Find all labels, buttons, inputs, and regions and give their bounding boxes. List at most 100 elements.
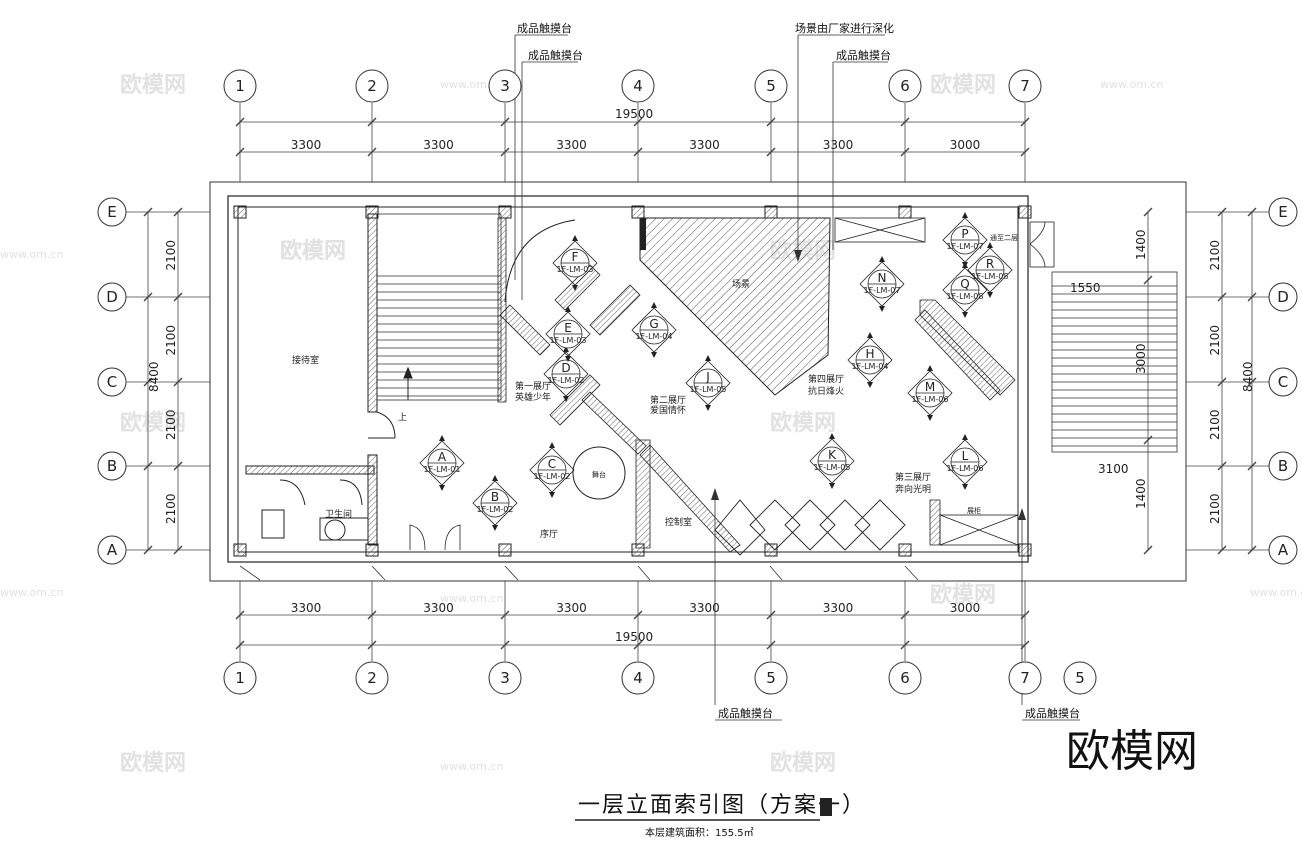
curved-wall xyxy=(504,219,576,303)
axis-bubble-col xyxy=(754,661,788,695)
elevation-marker-arrow xyxy=(563,396,569,402)
axis-label-row: C xyxy=(107,373,117,391)
dim-top-segment: 3300 xyxy=(556,138,587,152)
axis-bubble-row xyxy=(1268,451,1298,481)
elevation-marker-letter: Q xyxy=(960,277,969,291)
axis-label-row: B xyxy=(1278,457,1288,475)
hall4-title: 第四展厅 xyxy=(808,373,844,385)
watermark-text: 欧模网 xyxy=(930,582,996,608)
entrance-steps xyxy=(239,565,919,581)
dimension-lines xyxy=(126,103,1270,661)
axis-label-col: 1 xyxy=(235,669,245,687)
reception-walls xyxy=(245,213,396,546)
round-stage xyxy=(572,446,626,500)
axis-label-col: 2 xyxy=(367,77,377,95)
axis-bubble-row xyxy=(97,197,127,227)
watermark-text: 欧模网 xyxy=(280,238,346,264)
elevation-marker-arrow xyxy=(927,415,933,421)
elevation-marker-letter: J xyxy=(705,370,710,384)
axis-label-col: 7 xyxy=(1020,77,1030,95)
structural-column xyxy=(233,205,247,219)
elevation-marker-letter: P xyxy=(961,227,968,241)
axis-bubble-row xyxy=(1268,535,1298,565)
elevation-marker-letter: L xyxy=(962,449,969,463)
hall1-subtitle: 英雄少年 xyxy=(515,391,551,403)
hall1-title: 第一展厅 xyxy=(515,380,551,392)
dim-right-total: 8400 xyxy=(1241,361,1255,392)
axis-label-col: 6 xyxy=(900,669,910,687)
watermark-text: 欧模网 xyxy=(770,750,836,776)
axis-label-col: 3 xyxy=(500,669,510,687)
elevation-marker-arrow xyxy=(565,306,571,312)
axis-bubble-row xyxy=(97,367,127,397)
watermark-url: www.om.cn xyxy=(440,78,503,91)
axis-bubble-col xyxy=(888,661,922,695)
elevation-marker-letter: F xyxy=(572,250,579,264)
drawing-title: 一层立面索引图（方案一） xyxy=(578,793,866,818)
up-arrow xyxy=(403,366,413,400)
callout-bottom-1: 成品触摸台 xyxy=(718,706,773,720)
dim-bottom-segment: 3300 xyxy=(823,601,854,615)
elevation-marker-arrow xyxy=(962,212,968,218)
watermark-text: 欧模网 xyxy=(280,238,346,264)
display-cabinets xyxy=(714,499,906,556)
dim-right-inner: 3000 xyxy=(1134,343,1148,374)
elevation-marker-arrow xyxy=(651,352,657,358)
elevation-marker-arrow xyxy=(927,365,933,371)
axis-bubble-row xyxy=(1268,282,1298,312)
axis-bubble-row xyxy=(97,535,127,565)
elevation-marker-code: 1F-LM-06 xyxy=(946,464,983,473)
elevation-marker-arrow xyxy=(962,434,968,440)
axis-bubble-row xyxy=(1268,367,1298,397)
elevation-marker-letter: R xyxy=(986,257,994,271)
elevation-marker-arrow xyxy=(492,475,498,481)
axis-bubble-col xyxy=(223,661,257,695)
elevation-marker-letter: H xyxy=(865,347,874,361)
axis-label-row: A xyxy=(107,541,118,559)
watermark-url: www.om.cn xyxy=(0,248,63,261)
elevation-marker-arrow xyxy=(549,492,555,498)
dim-right-inner: 1400 xyxy=(1134,229,1148,260)
elevation-marker-letter: E xyxy=(564,321,572,335)
watermark-url: www.om.cn xyxy=(440,592,503,605)
callout-top-4: 成品触摸台 xyxy=(836,48,891,62)
axis-bubble-col xyxy=(488,661,522,695)
axis-bubble-row xyxy=(1268,197,1298,227)
dim-top-segment: 3300 xyxy=(291,138,322,152)
watermark-url: www.om.cn xyxy=(0,586,63,599)
watermark-url: www.om.cn xyxy=(1250,586,1302,599)
right-door xyxy=(1029,221,1055,268)
axis-bubble-col xyxy=(1008,69,1042,103)
dim-stair-1550: 1550 xyxy=(1070,281,1101,295)
hall3-title: 第三展厅 xyxy=(895,471,931,483)
axis-label-col: 1 xyxy=(235,77,245,95)
dim-top-total: 19500 xyxy=(615,107,653,121)
watermark-layer: 欧模网欧模网欧模网欧模网欧模网欧模网欧模网欧模网欧模网欧模网www.om.cnw… xyxy=(0,72,1302,776)
elevation-marker-arrow xyxy=(705,405,711,411)
elevation-marker-code: 1F-LM-01 xyxy=(423,465,460,474)
room-scene: 场景 xyxy=(732,279,750,290)
axis-label-col: 5 xyxy=(766,77,776,95)
dim-bottom-segment: 3300 xyxy=(556,601,587,615)
axis-label-row: D xyxy=(1277,288,1289,306)
dim-top-segment: 3300 xyxy=(689,138,720,152)
top-right-cabinet xyxy=(834,217,1019,546)
dim-bottom-segment: 3300 xyxy=(291,601,322,615)
elevation-marker-arrow xyxy=(879,256,885,262)
elevation-markers: A1F-LM-01B1F-LM-02C1F-LM-02D1F-LM-02E1F-… xyxy=(419,212,1013,531)
dim-left-segment: 2100 xyxy=(164,409,178,440)
elevation-marker-letter: C xyxy=(548,457,556,471)
scene-area xyxy=(639,217,831,396)
room-reception: 接待室 xyxy=(292,354,319,366)
dim-top-segment: 3300 xyxy=(423,138,454,152)
watermark-text: 欧模网 xyxy=(120,410,186,436)
dim-bottom-total: 19500 xyxy=(615,630,653,644)
elevation-marker-arrow xyxy=(829,433,835,439)
elevation-marker-arrow xyxy=(572,235,578,241)
dim-bottom-segment: 3000 xyxy=(950,601,981,615)
axis-bubble-col xyxy=(621,69,655,103)
elevation-marker-arrow xyxy=(829,483,835,489)
elevation-marker-code: 1F-LM-07 xyxy=(863,286,900,295)
